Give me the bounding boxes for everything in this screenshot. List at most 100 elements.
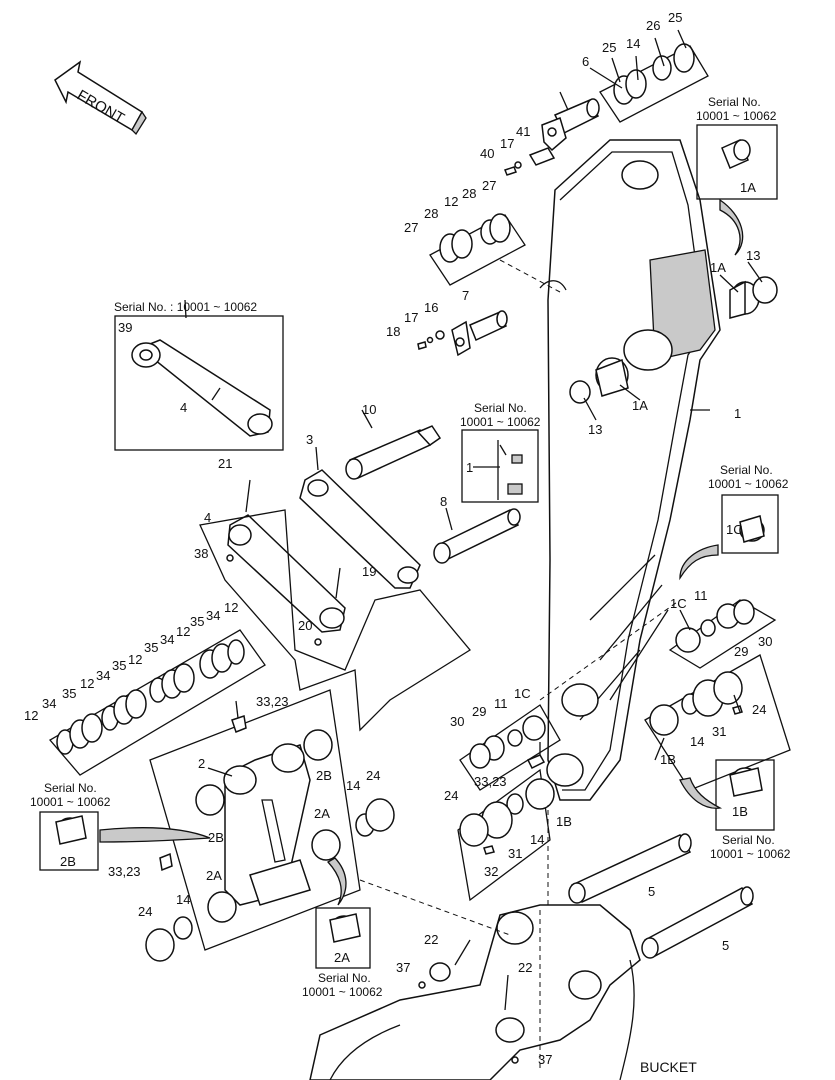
serial-left-box: Serial No. : 10001 ~ 10062: [114, 300, 257, 314]
callout-labels: 25 26 14 25 6 41 17 40 27 28 12 28 27 7 …: [24, 10, 791, 1075]
label-37-bottom: 37: [538, 1052, 552, 1067]
pin-10: [345, 425, 442, 480]
label-13-lower: 13: [588, 422, 602, 437]
label-24-center: 24: [444, 788, 458, 803]
label-28-a: 28: [462, 186, 476, 201]
bucket-label: BUCKET: [640, 1059, 697, 1075]
label-30-center: 30: [450, 714, 464, 729]
serial-bottom-right-2: 10001 ~ 10062: [710, 847, 791, 861]
label-1c-right: 1C: [670, 596, 687, 611]
label-34-s1: 34: [42, 696, 56, 711]
serial-top-right-2: 10001 ~ 10062: [696, 109, 777, 123]
centerline-2: [539, 599, 681, 701]
label-34-s4: 34: [206, 608, 220, 623]
shim-set-top-right: [599, 43, 709, 123]
label-12-a: 12: [444, 194, 458, 209]
label-4: 4: [204, 510, 211, 525]
boom-arm: [539, 139, 721, 801]
label-1b-center: 1B: [556, 814, 572, 829]
label-14-lower-left: 14: [176, 892, 190, 907]
label-32-center: 32: [484, 864, 498, 879]
centerline-1: [499, 259, 561, 293]
label-12-s3: 12: [128, 652, 142, 667]
arrow-1a: [719, 198, 744, 256]
label-5-lower: 5: [722, 938, 729, 953]
serial-bottom-center-2: 10001 ~ 10062: [302, 985, 383, 999]
label-33-23-upper: 33,23: [256, 694, 289, 709]
serial-box-1a: [696, 124, 778, 200]
label-40: 40: [480, 146, 494, 161]
label-26: 26: [646, 18, 660, 33]
arrow-2b: [99, 826, 211, 843]
shim-stack-left: [48, 629, 266, 776]
label-18: 18: [386, 324, 400, 339]
label-31-right: 31: [712, 724, 726, 739]
label-21: 21: [218, 456, 232, 471]
serial-box-1b: [715, 759, 775, 831]
label-14-upper-left: 14: [346, 778, 360, 793]
label-1b-box: 1B: [732, 804, 748, 819]
label-14-top: 14: [626, 36, 640, 51]
arrow-1b: [679, 777, 723, 809]
serial-bottom-center-1: Serial No.: [318, 971, 371, 985]
label-5-upper: 5: [648, 884, 655, 899]
label-8: 8: [440, 494, 447, 509]
label-19: 19: [362, 564, 376, 579]
label-2a-lower: 2A: [206, 868, 222, 883]
label-1-boom: 1: [734, 406, 741, 421]
label-2b-box: 2B: [60, 854, 76, 869]
label-30-right: 30: [758, 634, 772, 649]
label-14-right: 14: [690, 734, 704, 749]
label-6: 6: [582, 54, 589, 69]
label-27-a: 27: [482, 178, 496, 193]
label-25: 25: [602, 40, 616, 55]
shim-set-upper-left: [429, 213, 526, 286]
label-2a-box: 2A: [334, 950, 350, 965]
arrow-2a: [326, 857, 347, 906]
bracket-2: [149, 689, 361, 951]
label-1-detail: 1: [466, 460, 473, 475]
label-1b-right: 1B: [660, 752, 676, 767]
label-24-upper-left: 24: [366, 768, 380, 783]
label-22-right: 22: [518, 960, 532, 975]
serial-box-2b: [39, 811, 99, 871]
label-38: 38: [194, 546, 208, 561]
label-37-left: 37: [396, 960, 410, 975]
label-39: 39: [118, 320, 132, 335]
label-12-s1: 12: [24, 708, 38, 723]
pin-7: [417, 310, 508, 357]
linkage-frame: [199, 509, 471, 732]
label-1a-lower: 1A: [632, 398, 648, 413]
label-10: 10: [362, 402, 376, 417]
pin-6: [541, 98, 600, 152]
boom-detail-box: [461, 429, 539, 503]
label-12-s5: 12: [224, 600, 238, 615]
label-11-right: 11: [694, 588, 708, 603]
label-33-23-center: 33,23: [474, 774, 507, 789]
label-2a-upper: 2A: [314, 806, 330, 821]
label-7: 7: [462, 288, 469, 303]
label-24-lower-left: 24: [138, 904, 152, 919]
label-25-top: 25: [668, 10, 682, 25]
bushings-2a-2b: [145, 715, 395, 962]
serial-box-2a: [315, 907, 371, 969]
serial-center-1: Serial No.: [474, 401, 527, 415]
label-16: 16: [424, 300, 438, 315]
label-41: 41: [516, 124, 530, 139]
label-13-upper: 13: [746, 248, 760, 263]
label-33-23-left: 33,23: [108, 864, 141, 879]
label-1c-box: 1C: [726, 522, 743, 537]
bushing-1b-right: [644, 654, 791, 791]
bushing-1a-upper: [729, 276, 778, 319]
label-12-s4: 12: [176, 624, 190, 639]
bushing-1c-right: [668, 599, 777, 669]
centerline-3: [359, 879, 511, 936]
label-17-upper: 17: [500, 136, 514, 151]
serial-left-mid-1: Serial No.: [44, 781, 97, 795]
label-34-s3: 34: [160, 632, 174, 647]
label-12-s2: 12: [80, 676, 94, 691]
label-1c-center: 1C: [514, 686, 531, 701]
label-22-left: 22: [424, 932, 438, 947]
label-2: 2: [198, 756, 205, 771]
